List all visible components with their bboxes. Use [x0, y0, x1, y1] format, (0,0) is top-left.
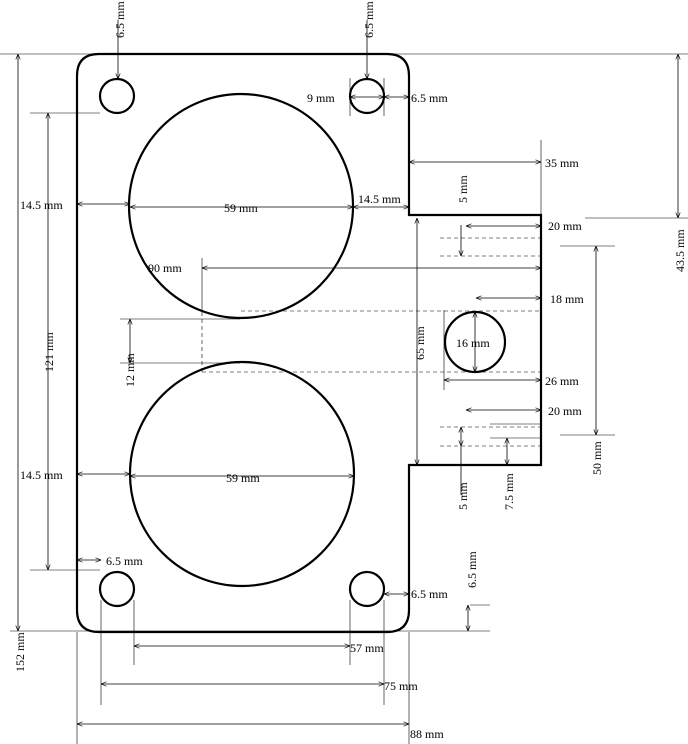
- dim-label: 121 mm: [42, 332, 56, 372]
- dim-label: 6.5 mm: [411, 587, 448, 601]
- dim-label: 6.5 mm: [113, 1, 127, 38]
- dim-label: 14.5 mm: [20, 468, 63, 482]
- dim-label: 88 mm: [410, 727, 444, 741]
- dim-label: 35 mm: [545, 156, 579, 170]
- dim-label: 5 mm: [456, 175, 470, 203]
- dim-label: 65 mm: [413, 326, 427, 360]
- dim-label: 6.5 mm: [362, 1, 376, 38]
- dim-label: 16 mm: [456, 336, 490, 350]
- dim-label: 6.5 mm: [411, 91, 448, 105]
- mount-hole-bottom-left: [98, 570, 136, 608]
- extension-lines: [0, 53, 688, 744]
- mount-hole-top-left: [98, 77, 136, 115]
- dim-label: 20 mm: [548, 404, 582, 418]
- dim-label: 18 mm: [550, 292, 584, 306]
- dim-label: 14.5 mm: [358, 192, 401, 206]
- dim-label: 50 mm: [590, 441, 604, 475]
- dim-label: 57 mm: [350, 641, 384, 655]
- dim-label: 5 mm: [456, 482, 470, 510]
- mount-hole-top-right: [348, 77, 386, 115]
- dim-label: 20 mm: [548, 219, 582, 233]
- dim-label: 75 mm: [384, 679, 418, 693]
- dim-label: 7.5 mm: [502, 473, 516, 510]
- dim-label: 59 mm: [224, 201, 258, 215]
- dimension-lines: [18, 20, 678, 724]
- plate-outline: [75, 52, 543, 634]
- hidden-lines: [201, 237, 541, 447]
- dim-label: 59 mm: [226, 471, 260, 485]
- mount-hole-bottom-right: [348, 570, 386, 608]
- dim-label: 14.5 mm: [20, 198, 63, 212]
- dim-label: 43.5 mm: [673, 229, 687, 272]
- dim-label: 90 mm: [148, 261, 182, 275]
- dim-label: 9 mm: [307, 91, 335, 105]
- dim-label: 6.5 mm: [106, 554, 143, 568]
- dimension-labels: 6.5 mm 6.5 mm 9 mm 6.5 mm 35 mm 14.5 mm …: [13, 1, 687, 741]
- dim-label: 26 mm: [545, 374, 579, 388]
- dim-label: 6.5 mm: [465, 551, 479, 588]
- dim-label: 12 mm: [123, 353, 137, 387]
- dim-label: 152 mm: [13, 632, 27, 672]
